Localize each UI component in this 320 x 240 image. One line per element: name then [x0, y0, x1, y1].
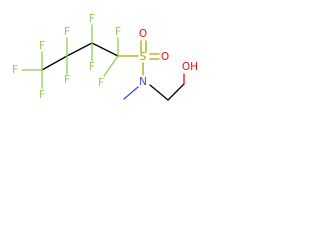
bond-c2-c3: [66, 42, 93, 57]
fluorine-labels: F F F F F F F F F: [12, 13, 121, 101]
bond-n-ch2: [149, 84, 169, 101]
atom-oh: OH: [182, 61, 198, 73]
atom-o-right: O: [161, 51, 169, 63]
atom-f-1: F: [12, 64, 18, 76]
structural-formula: F F F F F F F F F S O O N OH: [12, 13, 198, 101]
fluorine-bonds: [21, 24, 119, 89]
atom-f-7: F: [89, 61, 95, 73]
atom-f-8: F: [115, 26, 121, 38]
sulfonyl-bonds: [117, 40, 160, 100]
atom-s: S: [140, 51, 147, 63]
atom-f-2: F: [39, 40, 45, 52]
bond-c3-c4: [91, 42, 119, 57]
atom-f-3: F: [39, 89, 45, 101]
bond-c4-f-down: [103, 55, 119, 77]
bond-c1-c2: [41, 55, 68, 71]
atom-f-9: F: [98, 77, 104, 89]
bond-n-methyl: [123, 86, 139, 100]
carbon-skeleton: [41, 42, 185, 101]
atom-n: N: [139, 76, 147, 88]
atom-f-6: F: [89, 13, 95, 25]
atom-o-top: O: [139, 28, 147, 40]
atom-f-4: F: [64, 26, 70, 38]
bond-ch2-ch2: [167, 83, 185, 101]
atom-f-5: F: [64, 74, 70, 86]
